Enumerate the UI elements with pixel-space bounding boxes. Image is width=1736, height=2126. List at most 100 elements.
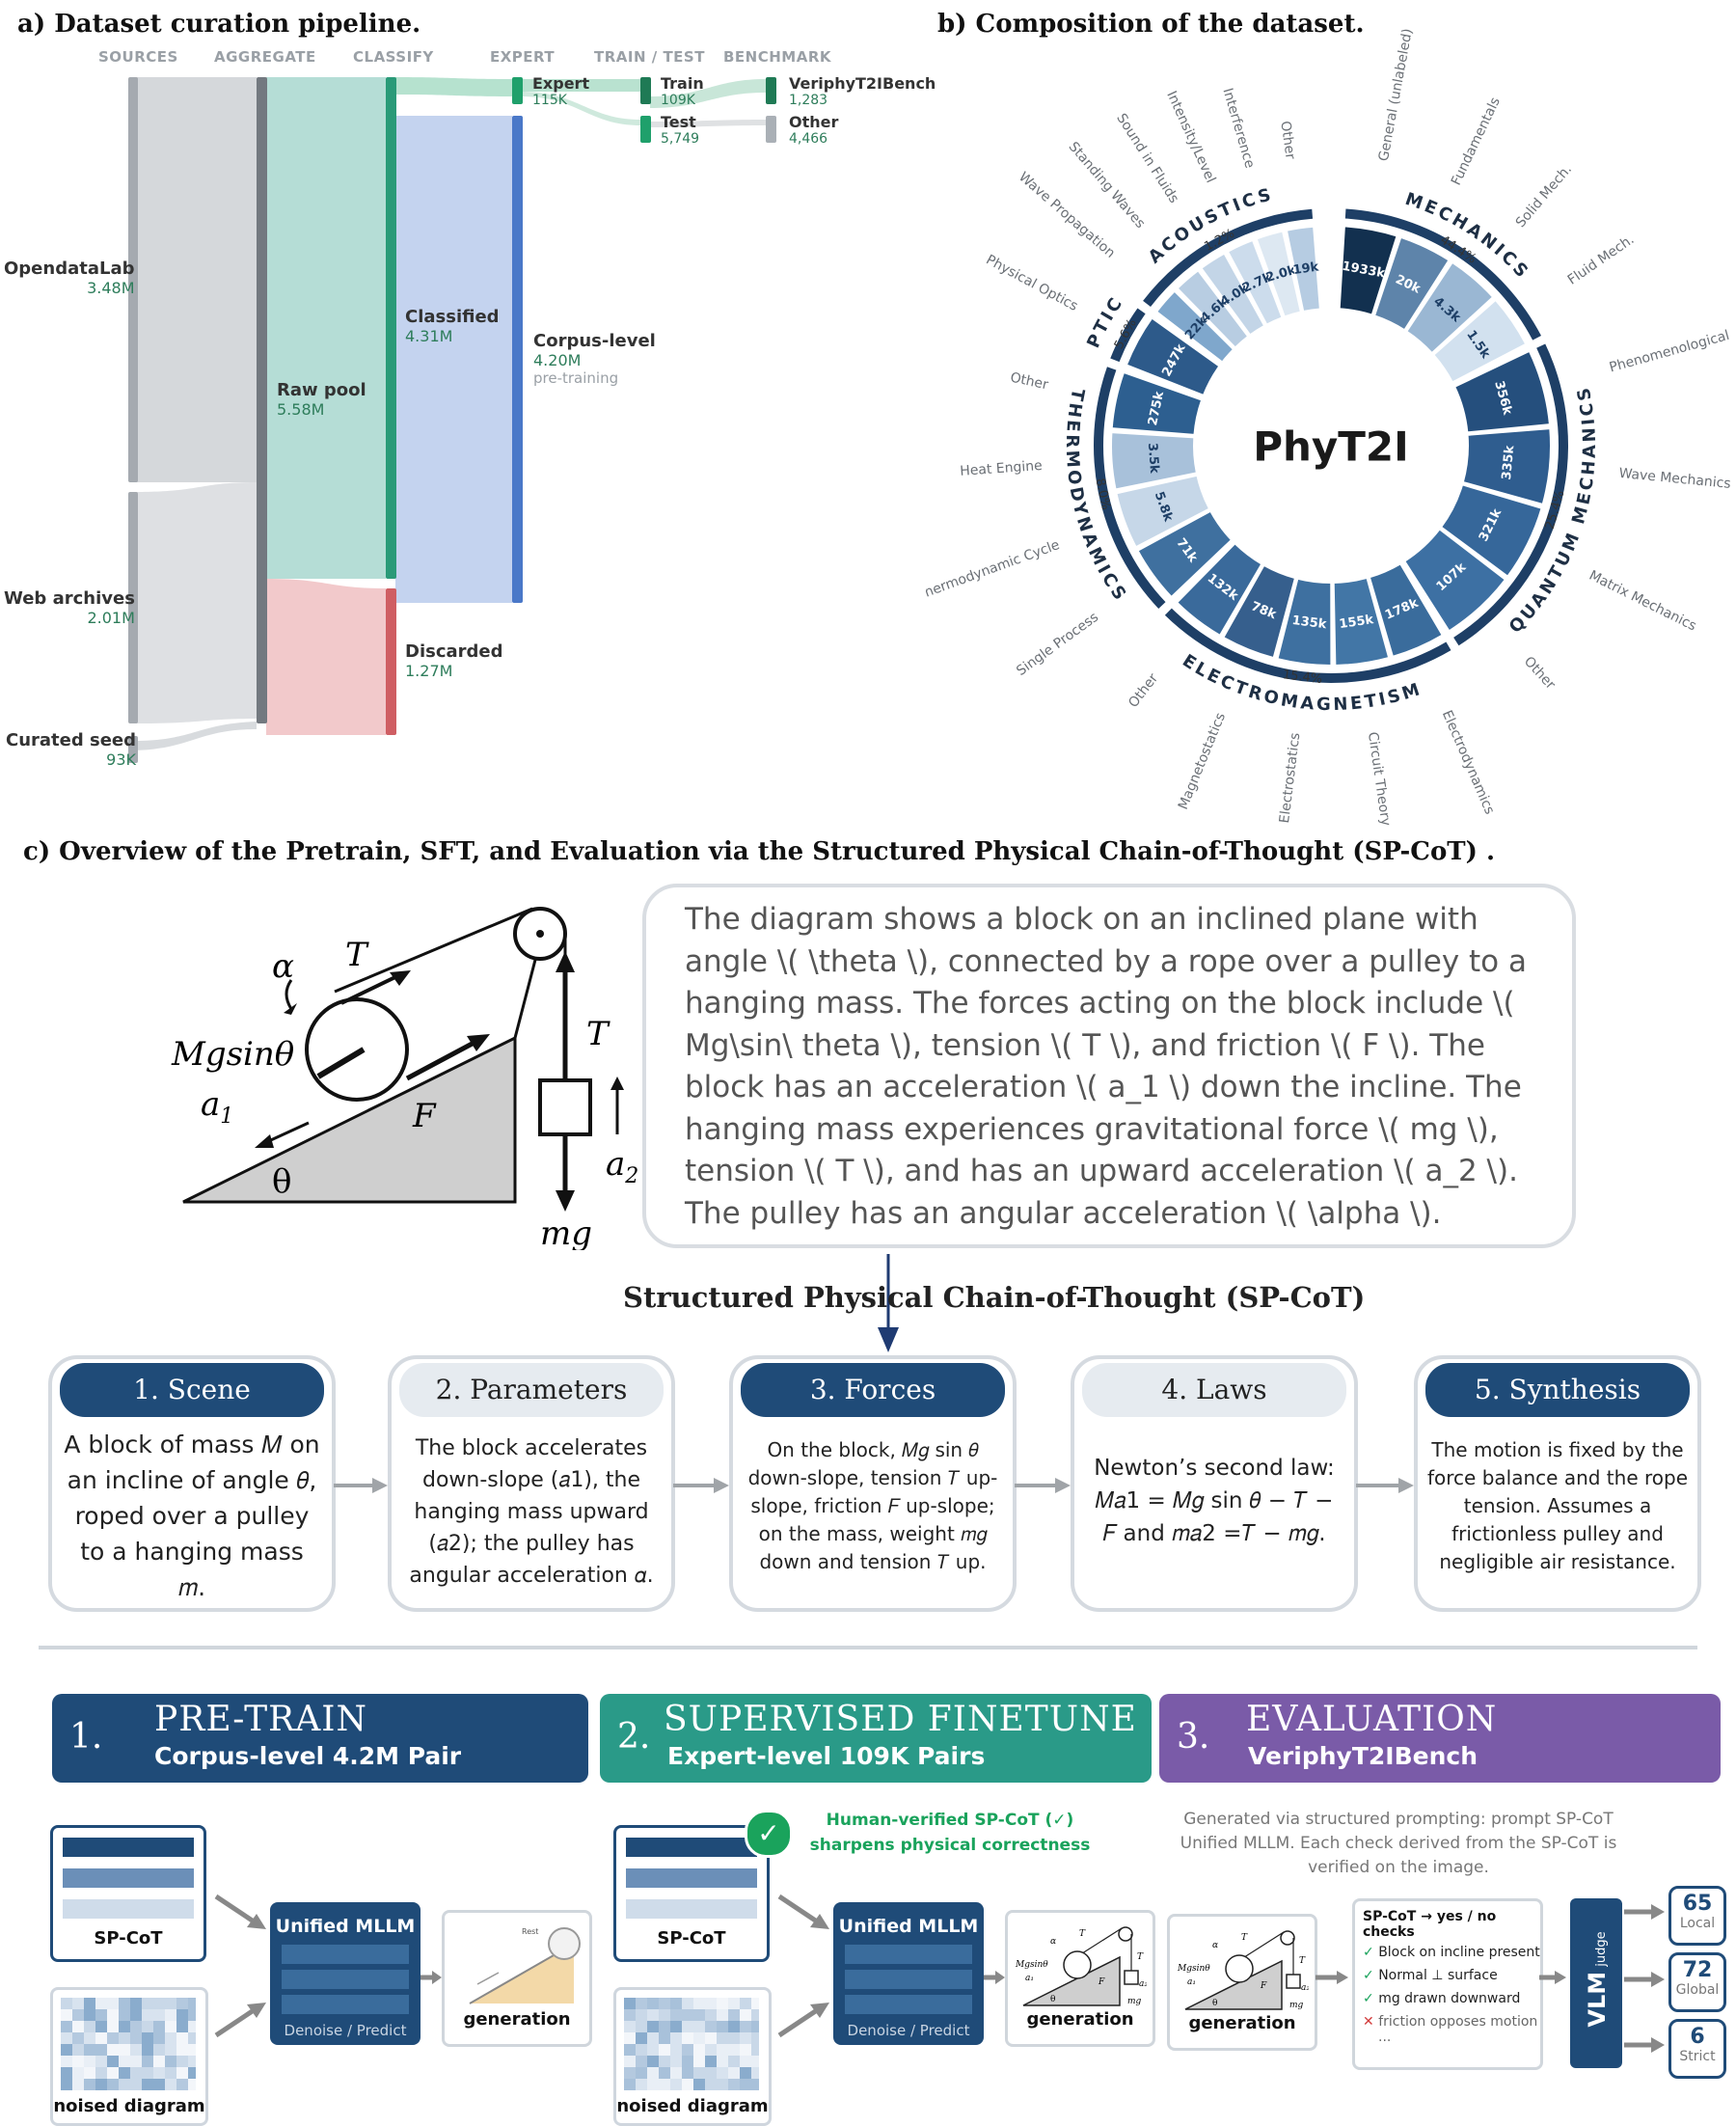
noise-pixel bbox=[119, 2056, 130, 2067]
sunburst-center-label: PhyT2I bbox=[1253, 423, 1409, 471]
segment-electrostatics bbox=[1276, 577, 1333, 668]
noise-pixel bbox=[61, 2067, 72, 2079]
noise-pixel bbox=[728, 2032, 740, 2044]
leaf-label: Intensity/Level bbox=[1163, 89, 1218, 185]
phase-number: 3. bbox=[1177, 1717, 1210, 1757]
node-value: 93K bbox=[106, 750, 137, 769]
noise-pixel bbox=[95, 2079, 107, 2090]
pretrain-mllm-block: Unified MLLM Denoise / Predict bbox=[270, 1902, 420, 2045]
group-ring-electromagnetism bbox=[1164, 608, 1451, 683]
node-value: 3.48M bbox=[87, 279, 135, 297]
noise-pixel bbox=[107, 2079, 119, 2090]
segment-value-label: 19k bbox=[1292, 259, 1320, 278]
noise-pixel bbox=[682, 2067, 693, 2079]
noise-pixel bbox=[165, 2067, 176, 2079]
noise-pixel bbox=[72, 2044, 84, 2056]
score-label: Global bbox=[1675, 1982, 1720, 1998]
verified-note: Human-verified SP-CoT (✓) sharpens physi… bbox=[809, 1811, 1091, 1855]
noise-pixel bbox=[624, 2044, 636, 2056]
phase-sft-banner: 2. SUPERVISED FINETUNE Expert-level 109K… bbox=[600, 1694, 1152, 1783]
mllm-layer bbox=[282, 1945, 409, 1964]
node-other-text: Other 4,466 bbox=[789, 113, 838, 147]
pretrain-output-arrow bbox=[420, 1971, 442, 1984]
noise-pixel bbox=[107, 1998, 119, 2009]
eval-arrow-to-judge bbox=[1539, 1971, 1566, 1984]
step-card-laws: 4. Laws Newton’s second law: 𝑀𝑎1 = 𝑀𝑔 si… bbox=[1071, 1355, 1358, 1612]
noise-pixel bbox=[61, 2009, 72, 2021]
noise-pixel bbox=[142, 2032, 153, 2044]
checks-card: SP-CoT → yes / no checks ✓ Block on incl… bbox=[1352, 1898, 1543, 2070]
node-value: 4.31M bbox=[405, 327, 453, 345]
noise-pixel bbox=[188, 2009, 200, 2021]
noise-pixel bbox=[176, 2021, 188, 2032]
noise-pixel bbox=[670, 2021, 682, 2032]
incline-pulley-figure: α T Mgsinθ a1 F θ T a2 mg bbox=[171, 907, 638, 1250]
noise-pixel bbox=[119, 2009, 130, 2021]
cylinder-body bbox=[305, 997, 409, 1102]
segment-wave-propagation bbox=[1154, 289, 1235, 364]
noise-pixel bbox=[165, 2009, 176, 2021]
vlm-judge-block: VLM judge bbox=[1570, 1898, 1622, 2068]
noise-pixel bbox=[72, 2021, 84, 2032]
noise-pixel bbox=[107, 2067, 119, 2079]
noise-pixel bbox=[670, 2056, 682, 2067]
svg-text:a₂: a₂ bbox=[1301, 1983, 1309, 1993]
step-text: Newton’s second law: 𝑀𝑎1 = 𝑀𝑔 sin 𝜃 − 𝑇 … bbox=[1094, 1456, 1335, 1546]
column-header: TRAIN / TEST bbox=[594, 48, 705, 66]
node-discarded bbox=[386, 588, 396, 735]
eval-generation-card: MgsinθαTTmgFθa₁a₂ generation bbox=[1167, 1914, 1317, 2051]
node-label: Curated seed bbox=[6, 730, 137, 750]
phase-number: 1. bbox=[69, 1717, 103, 1757]
noise-pixel bbox=[176, 2056, 188, 2067]
leaf-label: Other bbox=[1126, 670, 1161, 710]
noise-pixel bbox=[119, 2044, 130, 2056]
alpha-arc bbox=[285, 979, 293, 1010]
node-corpus-text: Corpus-level 4.20M pre-training bbox=[533, 331, 656, 387]
noise-pixel bbox=[740, 2079, 751, 2090]
noise-pixel bbox=[705, 2044, 717, 2056]
segment-matrix-mechanics bbox=[1439, 483, 1543, 579]
leaf-label: Circuit Theory bbox=[1365, 731, 1394, 827]
step-card-scene: 1. Scene A block of mass 𝑀 on an incline… bbox=[48, 1355, 336, 1612]
node-value: 1.27M bbox=[405, 662, 453, 680]
judge-title: VLM bbox=[1584, 1971, 1611, 2028]
eval-note: Generated via structured prompting: prom… bbox=[1180, 1810, 1617, 1877]
noise-pixel bbox=[740, 2044, 751, 2056]
noise-pixel bbox=[95, 2044, 107, 2056]
noise-pixel bbox=[682, 1998, 693, 2009]
score-global: 72 Global bbox=[1668, 1952, 1726, 2012]
svg-text:F: F bbox=[1260, 1981, 1267, 1991]
noise-pixel bbox=[670, 2079, 682, 2090]
sft-noised-card: noised diagram bbox=[613, 1987, 772, 2126]
noise-pixel bbox=[107, 2009, 119, 2021]
group-share-label: 15.4% bbox=[1282, 668, 1323, 687]
noise-pixel bbox=[95, 2009, 107, 2021]
step-card-parameters: 2. Parameters The block accelerates down… bbox=[388, 1355, 675, 1612]
noise-pixel bbox=[636, 2044, 647, 2056]
svg-text:T: T bbox=[1079, 1929, 1086, 1939]
noise-pixel bbox=[728, 1998, 740, 2009]
noise-pixel bbox=[728, 2009, 740, 2021]
leaf-label: Phenomenological bbox=[1608, 328, 1731, 376]
noise-pixel bbox=[728, 2067, 740, 2079]
leaf-label: Magnetostatics bbox=[1176, 711, 1229, 812]
flow-classified-expert bbox=[395, 77, 512, 96]
noise-pixel bbox=[72, 2056, 84, 2067]
noise-pixel bbox=[61, 1998, 72, 2009]
noise-pixel bbox=[153, 2044, 165, 2056]
generation-incline-image: MgsinθαTTmgFθa₁a₂ bbox=[1177, 1930, 1310, 2010]
noise-pixel bbox=[119, 2079, 130, 2090]
segment-fundamentals bbox=[1372, 235, 1451, 332]
noise-pixel bbox=[728, 2056, 740, 2067]
flow-expert-test bbox=[521, 92, 640, 125]
segment-physical-optics bbox=[1125, 316, 1221, 397]
noise-pixel bbox=[705, 2079, 717, 2090]
noise-pixel bbox=[130, 2079, 142, 2090]
mllm-layer bbox=[845, 1970, 972, 1989]
group-ring-thermodynamics bbox=[1094, 367, 1166, 610]
svg-text:α: α bbox=[1212, 1941, 1218, 1950]
alpha-arrowhead bbox=[284, 1003, 297, 1015]
step-connector-arrows bbox=[334, 1478, 1414, 1493]
tension-arrowhead bbox=[390, 970, 411, 986]
check-item: ✓ Block on incline present bbox=[1363, 1945, 1540, 1960]
